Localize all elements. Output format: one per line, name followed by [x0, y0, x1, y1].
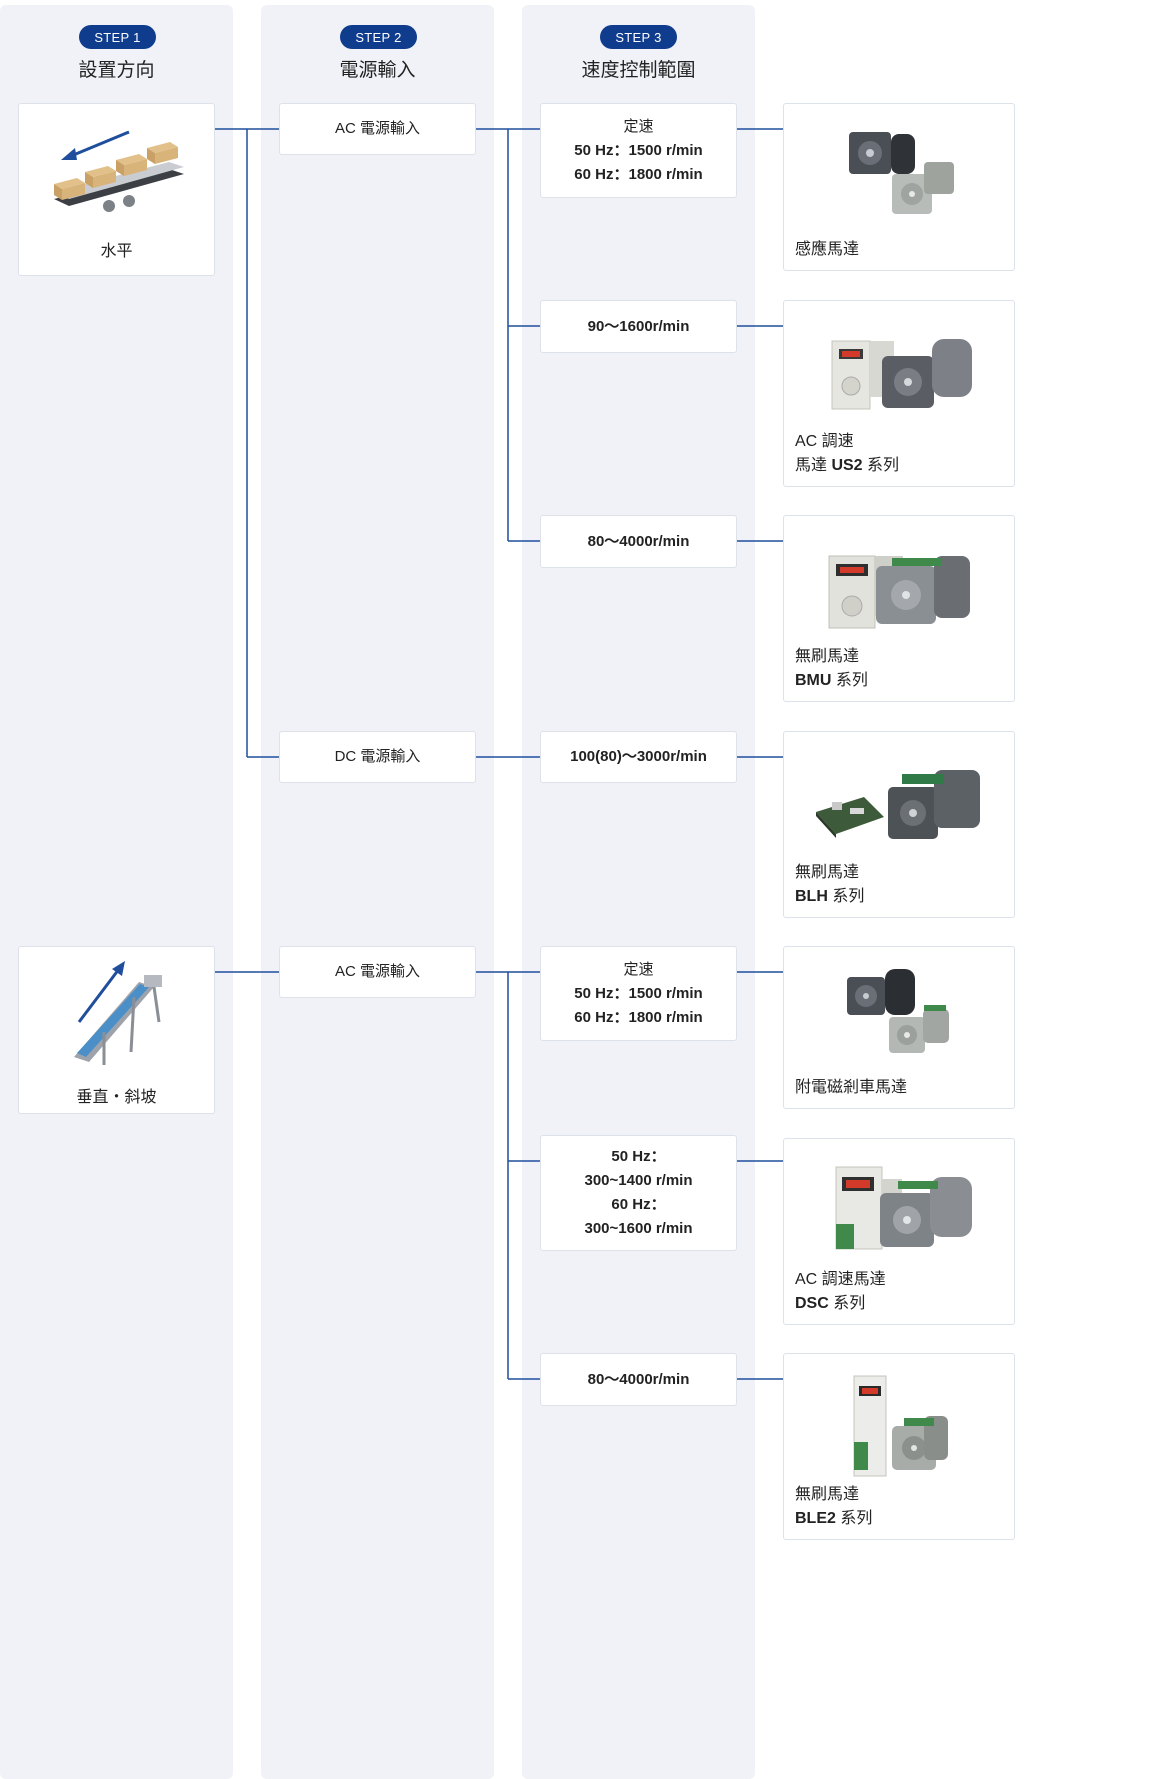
direction-card-horizontal[interactable]: 水平: [18, 103, 215, 276]
product-card-induction[interactable]: 感應馬達: [783, 103, 1015, 271]
speed-line: 300~1600 r/min: [584, 1220, 693, 1237]
product-series: 馬達 US2 系列: [795, 457, 900, 474]
speed-box-2[interactable]: 90～1600r/min: [540, 300, 737, 353]
speed-line: 300~1400 r/min: [584, 1172, 693, 1189]
step3-column: [522, 5, 755, 1779]
step3-title: 速度控制範圍: [581, 60, 696, 81]
power-label: AC 電源輸入: [334, 120, 420, 137]
power-box-dc[interactable]: DC 電源輸入: [279, 731, 476, 783]
brushless-motor-image: [828, 555, 970, 629]
brushless-dc-motor-image: [816, 770, 980, 839]
step1-badge: STEP 1: [79, 25, 156, 49]
speed-line: 60 Hz：: [611, 1196, 666, 1213]
power-label: DC 電源輸入: [334, 748, 421, 765]
product-card-ble2[interactable]: 無刷馬達 BLE2 系列: [783, 1353, 1015, 1540]
product-name: AC 調速馬達: [795, 1271, 886, 1288]
speed-box-6[interactable]: 50 Hz： 300~1400 r/min 60 Hz： 300~1600 r/…: [540, 1135, 737, 1251]
speed-line: 80～4000r/min: [587, 532, 690, 550]
speed-line: 60 Hz：1800 r/min: [574, 1008, 703, 1026]
speed-line: 50 Hz：1500 r/min: [574, 984, 703, 1002]
speed-box-1[interactable]: 定速 50 Hz：1500 r/min 60 Hz：1800 r/min: [540, 103, 737, 198]
product-card-dsc[interactable]: AC 調速馬達 DSC 系列: [783, 1138, 1015, 1325]
power-label: AC 電源輸入: [334, 963, 420, 980]
speed-line: 50 Hz：1500 r/min: [574, 141, 703, 159]
direction-label-horizontal: 水平: [100, 243, 133, 260]
ble2-motor-image: [853, 1375, 948, 1477]
direction-card-vertical[interactable]: 垂直・斜坡: [18, 946, 215, 1114]
speed-line: 定速: [623, 960, 654, 978]
step2-badge: STEP 2: [340, 25, 417, 49]
product-card-bmu[interactable]: 無刷馬達 BMU 系列: [783, 515, 1015, 702]
step1-column: [0, 5, 233, 1779]
speed-box-4[interactable]: 100(80)～3000r/min: [540, 731, 737, 783]
product-series: BMU 系列: [795, 672, 868, 689]
step2-column: [261, 5, 494, 1779]
speed-line: 100(80)～3000r/min: [570, 748, 707, 765]
speed-box-5[interactable]: 定速 50 Hz：1500 r/min 60 Hz：1800 r/min: [540, 946, 737, 1041]
brake-motor-image: [847, 969, 949, 1053]
speed-box-7[interactable]: 80～4000r/min: [540, 1353, 737, 1406]
product-name: 無刷馬達: [795, 648, 860, 665]
product-name: AC 調速: [795, 433, 854, 450]
product-series: DSC 系列: [795, 1295, 866, 1312]
product-name: 感應馬達: [795, 241, 860, 258]
speed-box-3[interactable]: 80～4000r/min: [540, 515, 737, 568]
incline-conveyor-icon: [74, 961, 162, 1065]
speed-line: 定速: [623, 117, 654, 135]
power-box-ac-1[interactable]: AC 電源輸入: [279, 103, 476, 155]
dsc-motor-image: [835, 1166, 972, 1250]
product-name: 無刷馬達: [795, 1486, 860, 1503]
speed-line: 60 Hz：1800 r/min: [574, 165, 703, 183]
step2-title: 電源輸入: [339, 60, 416, 81]
power-box-ac-2[interactable]: AC 電源輸入: [279, 946, 476, 998]
product-name: 附電磁剎車馬達: [795, 1079, 908, 1096]
direction-label-vertical: 垂直・斜坡: [76, 1089, 157, 1106]
horizontal-conveyor-icon: [54, 130, 184, 212]
step1-title: 設置方向: [78, 60, 155, 81]
speed-control-motor-image: [831, 339, 972, 410]
speed-line: 90～1600r/min: [587, 317, 690, 335]
product-card-us2[interactable]: AC 調速 馬達 US2 系列: [783, 300, 1015, 487]
product-series: BLH 系列: [795, 888, 865, 905]
speed-line: 50 Hz：: [611, 1148, 666, 1165]
product-series: BLE2 系列: [795, 1510, 873, 1527]
induction-motor-image: [849, 132, 954, 214]
speed-line: 80～4000r/min: [587, 1370, 690, 1388]
step3-badge: STEP 3: [600, 25, 677, 49]
product-card-blh[interactable]: 無刷馬達 BLH 系列: [783, 731, 1015, 918]
product-name: 無刷馬達: [795, 864, 860, 881]
product-card-brake[interactable]: 附電磁剎車馬達: [783, 946, 1015, 1109]
